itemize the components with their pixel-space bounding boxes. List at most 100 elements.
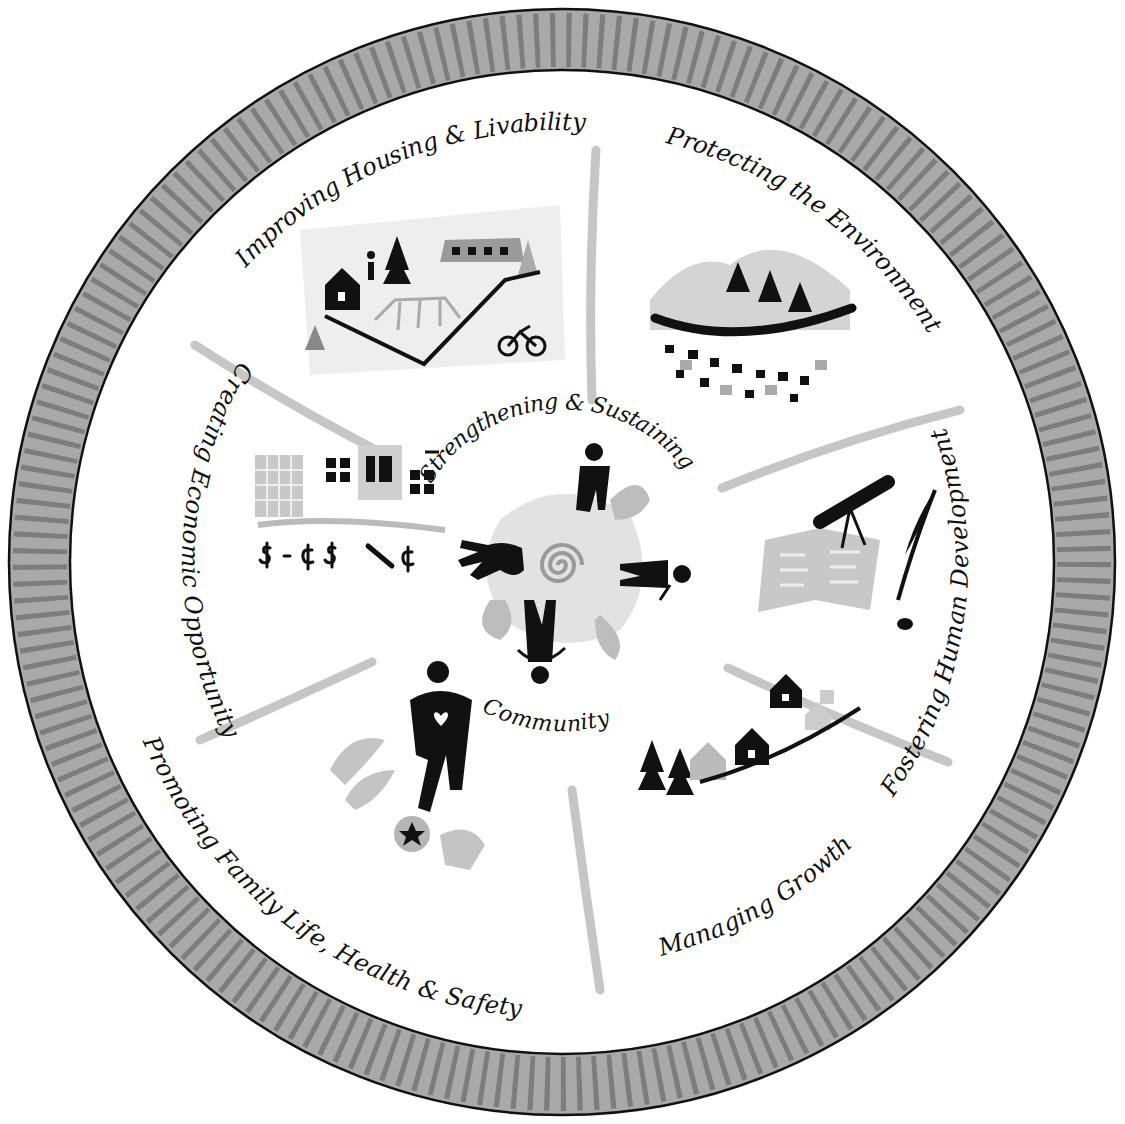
ring-letter: & [442, 121, 469, 149]
figure [620, 560, 668, 588]
quill-feather [905, 490, 935, 555]
environment-icon [650, 250, 852, 402]
ring-letter: i [554, 110, 562, 134]
building-grid [255, 455, 303, 517]
figure-head [673, 565, 691, 583]
ring-letter: i [539, 110, 548, 134]
window [338, 292, 345, 301]
ring-letter: o [178, 529, 203, 545]
windows [326, 458, 350, 482]
community-icon [458, 443, 691, 684]
quill [898, 490, 935, 600]
house [770, 674, 802, 708]
ring-letter: y [507, 995, 523, 1020]
ring-letter: & [415, 975, 443, 1004]
heart [434, 712, 448, 726]
ring-letter: m [178, 544, 202, 567]
hand-figure [458, 540, 524, 580]
money-mark [368, 546, 392, 566]
ring-letter: n [179, 513, 205, 531]
book-lines [780, 552, 860, 585]
figure-head [531, 666, 549, 684]
family-icon [330, 661, 485, 870]
trees [726, 262, 812, 312]
field [756, 370, 765, 378]
ring-letter: t [562, 110, 572, 134]
ring-letter: a [508, 112, 525, 137]
ring-letter: l [546, 110, 554, 134]
ring-letter: m [530, 711, 553, 735]
figure-body [410, 691, 472, 812]
ring-letter: & [564, 391, 585, 414]
swing-set [375, 298, 460, 330]
leaves [330, 738, 395, 810]
ring-letter: e [948, 554, 972, 568]
housing-ground [300, 205, 565, 375]
field [688, 350, 698, 359]
ring-letter [558, 391, 565, 413]
field [700, 378, 709, 387]
ring-letter: u [552, 713, 566, 735]
window [366, 456, 392, 482]
ring-band [40, 40, 1084, 1084]
ring-letter: i [178, 567, 202, 575]
field [778, 372, 788, 381]
field [800, 376, 809, 385]
school-building [440, 238, 524, 262]
path-line [325, 272, 540, 364]
street [258, 521, 445, 530]
window-bar [375, 456, 379, 482]
ring-letter: v [947, 540, 971, 554]
outer-outline [9, 9, 1115, 1115]
field [710, 358, 719, 367]
field [676, 370, 684, 378]
field [665, 345, 674, 353]
money-marks [260, 543, 413, 571]
figure-head [427, 661, 449, 683]
window [748, 750, 755, 758]
spiral [542, 545, 582, 581]
person-head [367, 251, 375, 259]
bike-frame [508, 326, 536, 346]
housing-icon [300, 205, 565, 375]
divider [722, 410, 960, 488]
ring-letter: g [543, 391, 559, 414]
building [358, 445, 402, 500]
divider [591, 150, 596, 400]
money-mark [325, 543, 335, 567]
figure-head [585, 443, 603, 461]
tree [305, 325, 325, 350]
figure-arm [660, 585, 670, 600]
person [368, 262, 374, 280]
tree [383, 236, 411, 284]
money-mark [303, 545, 313, 569]
ring-letter: e [947, 525, 972, 541]
tripod [842, 508, 865, 548]
star [399, 822, 425, 846]
money-mark [260, 543, 270, 567]
money-mark [284, 555, 290, 558]
field [745, 390, 754, 398]
ring-hatching [40, 40, 1084, 1084]
field [732, 364, 742, 373]
ring-letter: c [178, 574, 203, 589]
house [805, 690, 834, 730]
economy-icon [255, 445, 445, 571]
inner-disc [70, 70, 1054, 1054]
money-mark [403, 547, 413, 571]
figure-arms [518, 648, 565, 661]
ring-letter: y [571, 110, 585, 134]
building [255, 455, 303, 517]
divider [572, 790, 600, 990]
field [790, 394, 798, 402]
river [655, 308, 852, 332]
road [700, 708, 860, 782]
ink-blot [897, 618, 913, 630]
figure [576, 466, 610, 512]
hand [440, 829, 485, 870]
section-dividers [195, 150, 960, 990]
ring-letter: D [947, 568, 972, 588]
fields [665, 345, 809, 402]
growth-icon [638, 674, 860, 795]
